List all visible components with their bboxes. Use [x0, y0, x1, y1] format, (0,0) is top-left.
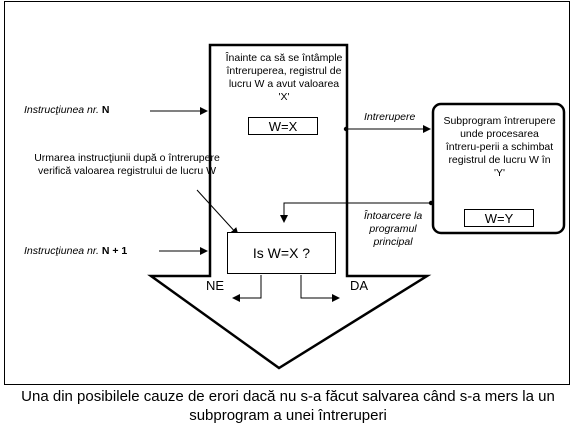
before-interrupt-text: Înainte ca să se întâmple întreruperea, …	[225, 52, 343, 103]
return-label: Întoarcere la programul principal	[363, 210, 423, 248]
figure-caption: Una din posibilele cauze de erori dacă n…	[21, 388, 555, 424]
w-y-box: W=Y	[464, 209, 534, 227]
instr-n-text: Instrucţiunea nr.	[24, 104, 99, 116]
w-x-label: W=X	[268, 118, 298, 134]
check-box: Is W=X ?	[227, 232, 336, 274]
instr-n-label: Instrucţiunea nr. N	[24, 104, 154, 117]
w-x-box: W=X	[248, 117, 318, 135]
instr-n1-label: Instrucţiunea nr. N + 1	[24, 245, 164, 258]
ne-label: NE	[206, 278, 225, 293]
diagram-frame	[4, 1, 570, 385]
check-label: Is W=X ?	[252, 245, 311, 261]
instr-n-number: N	[101, 104, 110, 116]
big-down-arrow	[147, 43, 432, 370]
interrupt-label: Intrerupere	[364, 111, 416, 123]
da-arrow	[300, 275, 340, 302]
follow-instruction-text: Urmarea instrucţiunii după o întrerupere…	[34, 152, 220, 177]
subprogram-box	[431, 102, 566, 235]
ne-arrow	[232, 275, 262, 302]
instr-n1-text: Instrucţiunea nr.	[24, 245, 99, 257]
subprogram-text: Subprogram întrerupere unde procesarea î…	[443, 115, 556, 179]
w-y-label: W=Y	[484, 210, 514, 226]
follow-arrow	[196, 189, 239, 236]
da-label: DA	[350, 278, 369, 293]
return-arrow	[280, 202, 431, 223]
instr-n1-number: N + 1	[101, 245, 128, 257]
